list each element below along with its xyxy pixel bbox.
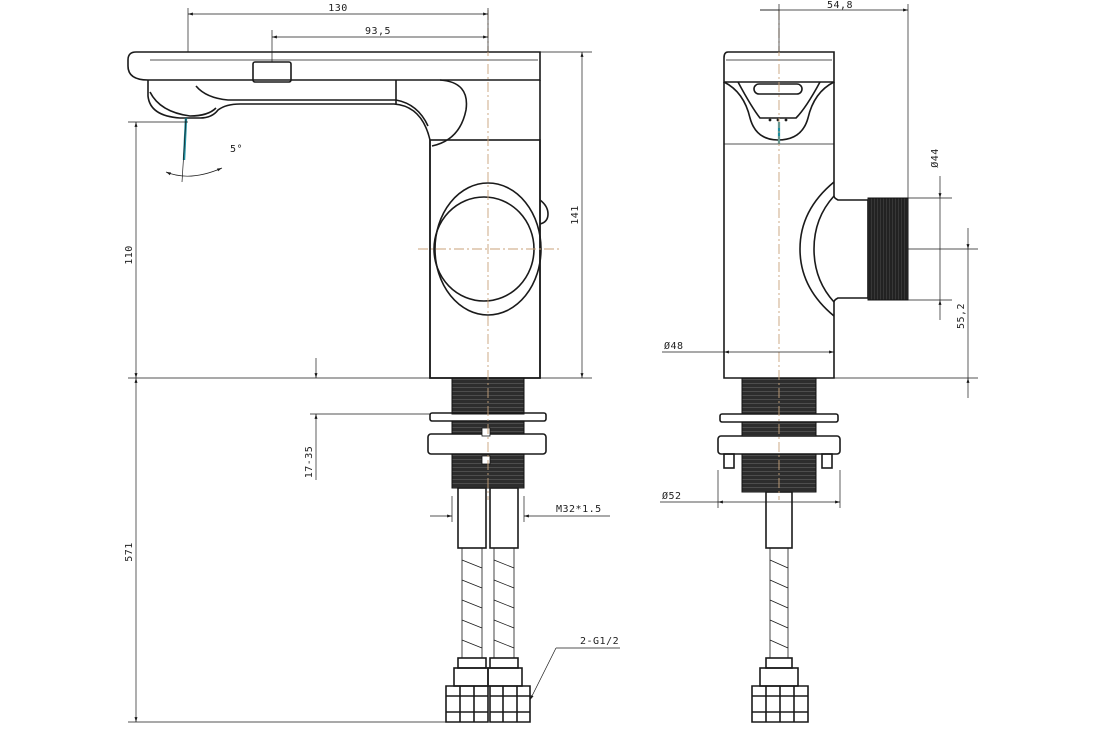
spout-top-plate: [127, 51, 541, 81]
side-lever-slot: [753, 83, 803, 95]
hose-nut-right: [489, 685, 531, 723]
front-view: [127, 10, 560, 723]
faucet-body: [429, 139, 541, 379]
side-dimensions: 54,8 Ø44 55,2 Ø48 Ø52: [660, 0, 978, 508]
side-handle-neck: [799, 181, 835, 317]
dim-handle-diameter: Ø44: [929, 148, 941, 168]
dim-body-diameter: Ø48: [664, 340, 684, 352]
spout-body: [147, 80, 541, 379]
dim-thread: M32*1.5: [556, 504, 602, 515]
dim-hose-length: 571: [124, 542, 135, 562]
dim-hose-connection: 2-G1/2: [580, 636, 619, 647]
side-body: [723, 82, 869, 379]
side-handle-grip: [867, 197, 909, 301]
dim-flange-diameter: Ø52: [662, 490, 682, 502]
aerator: [149, 91, 217, 117]
hose-pair: [445, 487, 531, 723]
dim-overall-length: 130: [328, 3, 348, 14]
side-view: [717, 10, 909, 723]
dim-spout-reach: 93,5: [365, 26, 391, 37]
dim-mount-range: 17-35: [304, 446, 315, 479]
dim-side-width: 54,8: [827, 0, 853, 11]
hose-nut-left: [445, 685, 489, 723]
side-hose-nut: [751, 685, 809, 723]
front-dimensions: 130 93,5 141 110 5° 17-35 571 M32*1.5: [124, 3, 620, 723]
side-top-cap: [723, 51, 835, 83]
dim-tilt-angle: 5°: [230, 144, 243, 155]
mount-nut: [427, 433, 547, 455]
aerator-holes: [768, 118, 788, 122]
dim-body-height: 141: [570, 205, 581, 225]
top-lever-slot: [252, 61, 292, 83]
dim-spout-height: 110: [124, 245, 135, 265]
dim-handle-offset: 55,2: [956, 303, 967, 329]
